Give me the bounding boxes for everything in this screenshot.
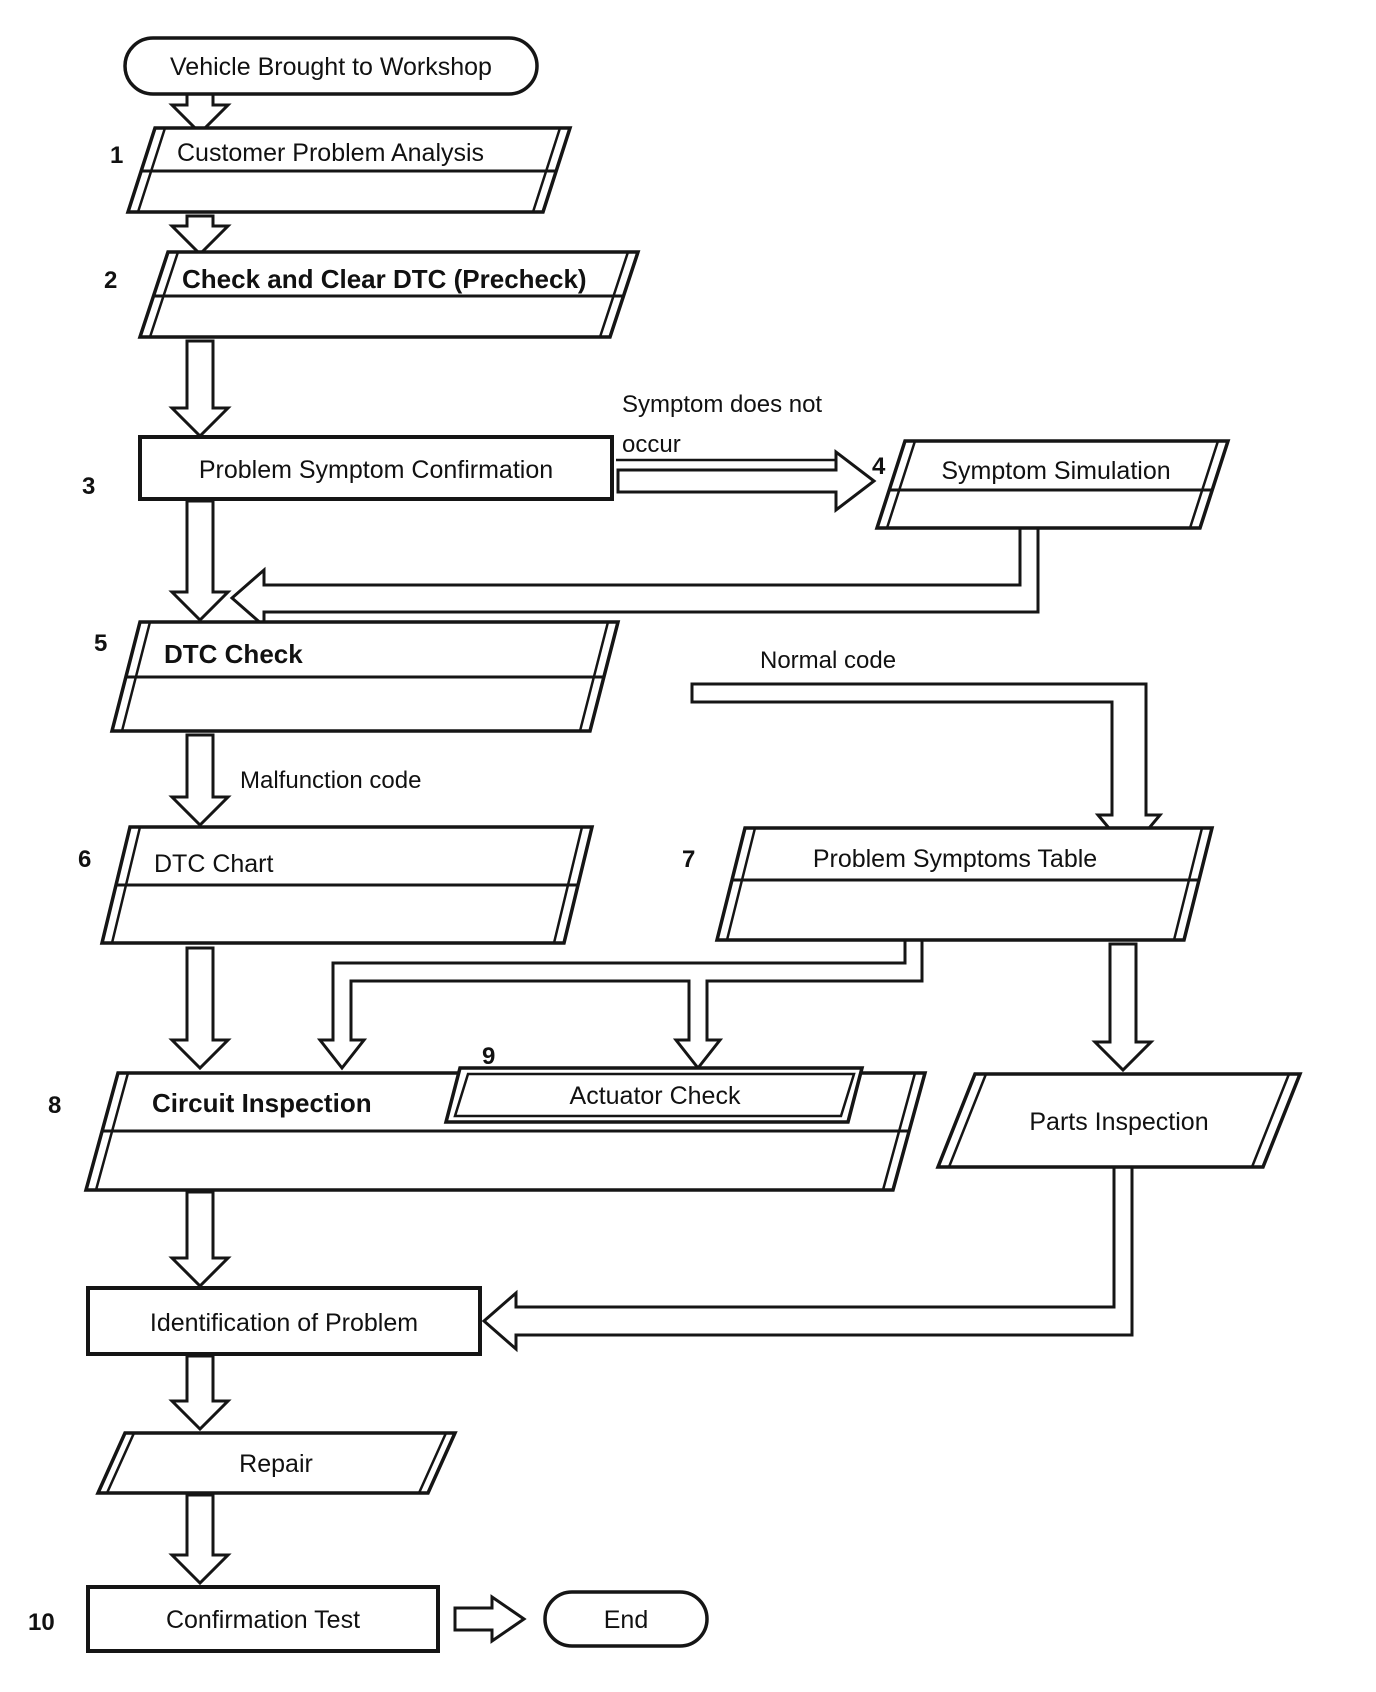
step7-shape [714,826,1215,942]
arrow-start-to-step1 [168,92,232,136]
step9-inner-border [453,1072,856,1118]
node-dtc-check: 5 DTC Check [94,620,621,733]
step10-shape [86,1585,440,1653]
step-number-3: 3 [82,473,95,500]
parts-inspection-label: Parts Inspection [1029,1108,1208,1136]
step-number-2: 2 [104,267,117,294]
arrow-step3-to-step5 [168,499,232,623]
step-number-8: 8 [48,1092,61,1119]
node-parts-inspection: Parts Inspection [935,1072,1303,1169]
repair-left-double-edge [105,1432,136,1494]
start-terminal-label: Vehicle Brought to Workshop [170,53,492,81]
step9-shape [443,1066,865,1124]
node-problem-symptoms-table: 7 Problem Symptoms Table [682,826,1215,942]
node-identification-of-problem: Identification of Problem [86,1286,482,1356]
node-actuator-check: 9 Actuator Check [443,1043,865,1124]
arrow-return-symptom-simulation [229,526,1040,630]
connector-parts-to-identification [481,1165,1134,1353]
arrow-identification-to-repair [168,1354,232,1432]
step4-label: Symptom Simulation [941,457,1170,485]
arrow-step10-to-end [453,1594,527,1644]
arrow-step8-to-identification [168,1190,232,1289]
step-number-1: 1 [110,142,123,169]
step-number-10: 10 [28,1609,55,1636]
step7-label: Problem Symptoms Table [813,845,1097,873]
step9-label: Actuator Check [570,1082,741,1110]
parts-inspection-shape [935,1072,1303,1169]
edge-label-normal-code: Normal code [760,647,896,674]
parts-left-double-edge [947,1073,988,1168]
step8-label: Circuit Inspection [152,1088,372,1118]
connector-symptoms-table-branch [316,938,924,1071]
repair-shape [95,1431,458,1495]
node-start: Vehicle Brought to Workshop [123,36,539,96]
node-dtc-chart: 6 DTC Chart [78,825,595,945]
arrow-step1-to-step2 [168,214,232,257]
step-number-5: 5 [94,630,107,657]
arrow-step3-to-step4 [616,448,877,514]
arrow-step6-to-step8 [168,946,232,1071]
identification-shape [86,1286,482,1356]
step10-label: Confirmation Test [166,1606,360,1634]
step3-label: Problem Symptom Confirmation [199,456,553,484]
step3-shape [138,435,614,501]
step4-right-double-edge [1188,440,1220,529]
connectors [168,92,1164,1644]
step-number-4: 4 [872,453,886,480]
step4-shape [874,439,1231,530]
node-confirmation-test: 10 Confirmation Test [28,1585,440,1653]
node-customer-problem-analysis: 1 Customer Problem Analysis [110,126,573,214]
end-terminal-label: End [604,1606,648,1634]
step1-label: Customer Problem Analysis [177,139,484,167]
edge-label-symptom-line1: Symptom does not [622,391,822,418]
edge-label-symptom-line2: occur [622,431,681,458]
arrow-repair-to-step10 [168,1493,232,1586]
edge-label-malfunction-code: Malfunction code [240,767,421,794]
end-terminal-shape [543,1590,709,1648]
node-end: End [543,1590,709,1648]
node-symptom-simulation: 4 Symptom Simulation [872,439,1231,530]
node-repair: Repair [95,1431,458,1495]
step6-label: DTC Chart [154,850,274,878]
start-terminal-shape [123,36,539,96]
node-problem-symptom-confirmation: 3 Problem Symptom Confirmation [82,435,614,501]
step2-label: Check and Clear DTC (Precheck) [182,264,587,294]
arrow-step5-to-step6 [168,733,232,828]
identification-label: Identification of Problem [150,1309,418,1337]
step-number-7: 7 [682,846,695,873]
step5-label: DTC Check [164,639,303,669]
arrow-step2-to-step3 [168,339,232,439]
step-number-9: 9 [482,1043,495,1070]
node-check-clear-dtc: 2 Check and Clear DTC (Precheck) [104,250,641,339]
step7-left-double-edge [725,827,757,941]
step-number-6: 6 [78,846,91,873]
step7-right-double-edge [1172,827,1204,941]
repair-label: Repair [239,1450,313,1478]
repair-right-double-edge [417,1432,448,1494]
step4-left-double-edge [885,440,917,529]
arrow-step7-to-parts [1091,942,1155,1073]
parts-right-double-edge [1250,1073,1291,1168]
